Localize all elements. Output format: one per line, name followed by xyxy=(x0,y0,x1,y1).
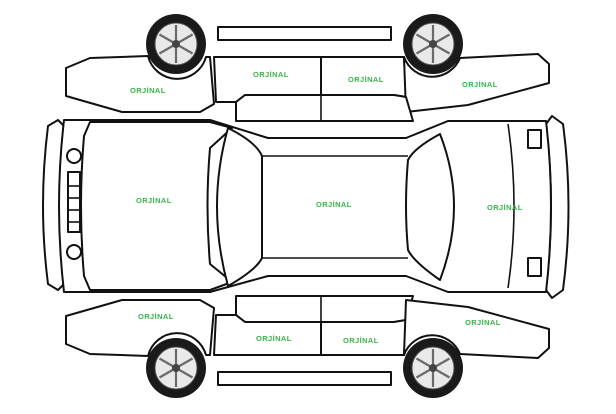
rear-windshield xyxy=(405,133,455,281)
rear-left-taillight xyxy=(527,129,542,149)
wheel-icon xyxy=(401,12,465,76)
status-label-roof: ORJİNAL xyxy=(316,200,352,209)
status-label-left-rear-quarter: ORJİNAL xyxy=(462,80,498,89)
status-label-right-front-door: ORJİNAL xyxy=(256,334,292,343)
status-label-trunk: ORJİNAL xyxy=(487,203,523,212)
right-rear-quarter[interactable] xyxy=(403,299,550,359)
wheel-icon xyxy=(401,336,465,400)
status-label-right-rear-door: ORJİNAL xyxy=(343,336,379,345)
right-roof-rail[interactable] xyxy=(217,371,392,386)
left-front-fender[interactable] xyxy=(65,55,215,113)
status-label-left-front-fender: ORJİNAL xyxy=(130,86,166,95)
hood-panel[interactable] xyxy=(80,121,233,291)
status-label-left-front-door: ORJİNAL xyxy=(253,70,289,79)
rear-right-taillight xyxy=(527,257,542,277)
left-side-view xyxy=(65,12,550,122)
front-windshield xyxy=(216,127,263,287)
right-front-fender[interactable] xyxy=(65,299,215,357)
front-right-headlight xyxy=(66,244,82,260)
wheel-icon xyxy=(144,336,208,400)
left-roof-rail[interactable] xyxy=(217,26,392,41)
status-label-left-rear-door: ORJİNAL xyxy=(348,75,384,84)
roof-panel xyxy=(262,155,408,259)
status-label-right-rear-quarter: ORJİNAL xyxy=(465,318,501,327)
status-label-right-front-fender: ORJİNAL xyxy=(138,312,174,321)
left-door-sill[interactable] xyxy=(235,94,414,122)
top-view xyxy=(42,115,570,299)
left-rear-quarter[interactable] xyxy=(403,53,550,113)
status-label-hood: ORJİNAL xyxy=(136,196,172,205)
front-grille xyxy=(67,171,81,233)
right-side-view xyxy=(65,295,550,400)
wheel-icon xyxy=(144,12,208,76)
trunk-lid[interactable] xyxy=(507,123,515,289)
right-door-sill[interactable] xyxy=(235,295,414,323)
front-left-headlight xyxy=(66,148,82,164)
status-labels: ORJİNAL ORJİNAL ORJİNAL ORJİNAL ORJİNAL … xyxy=(130,70,523,345)
